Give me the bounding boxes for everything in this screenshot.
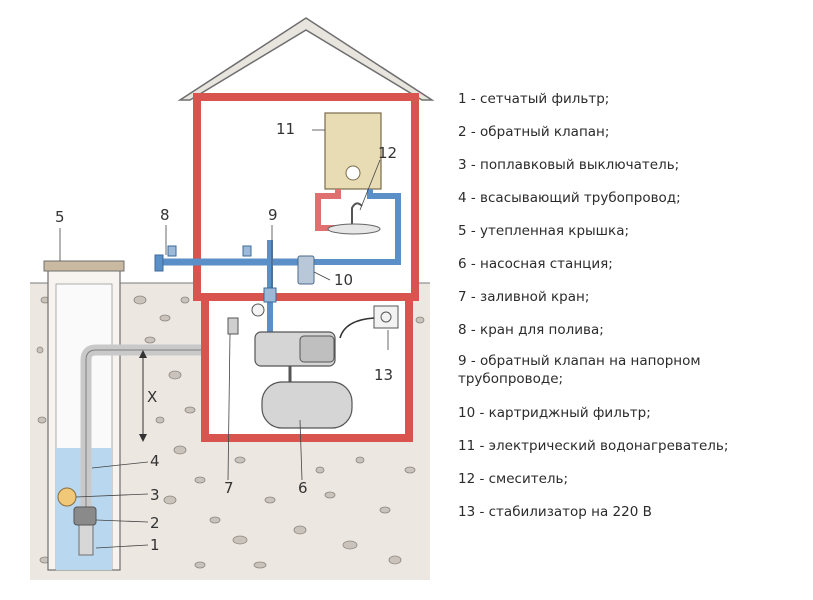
callout-5: 5 xyxy=(55,208,65,226)
mesh-filter xyxy=(78,524,94,556)
cold-water-pipe xyxy=(280,189,401,265)
callout-11: 11 xyxy=(276,120,295,138)
insulated-cover xyxy=(43,260,125,272)
priming-tap xyxy=(227,317,239,335)
stabilizer xyxy=(373,305,399,329)
legend-item: 4 - всасывающий трубопровод; xyxy=(458,190,681,206)
check-valve xyxy=(73,506,97,526)
float-switch xyxy=(57,487,77,507)
legend-item: 2 - обратный клапан; xyxy=(458,124,610,140)
soil-stones xyxy=(36,295,425,569)
callout-x: X xyxy=(147,388,157,406)
callout-2: 2 xyxy=(150,514,160,532)
callout-3: 3 xyxy=(150,486,160,504)
house-roof xyxy=(177,17,435,101)
callout-6: 6 xyxy=(298,479,308,497)
legend-item: 12 - смеситель; xyxy=(458,471,569,487)
callout-4: 4 xyxy=(150,452,160,470)
legend-item: 3 - поплавковый выключатель; xyxy=(458,157,680,173)
legend-item: 9 - обратный клапан на напорном трубопро… xyxy=(458,353,701,387)
pressure-check-valve xyxy=(263,287,277,303)
legend-item: 13 - стабилизатор на 220 В xyxy=(458,504,652,520)
leader-lines xyxy=(59,129,389,549)
power-cable xyxy=(339,317,375,339)
mixer-tap xyxy=(351,202,363,228)
sink xyxy=(327,223,381,235)
cartridge-filter xyxy=(297,255,315,285)
hot-water-pipe xyxy=(315,189,341,231)
garden-tap xyxy=(154,254,164,272)
legend-item: 1 - сетчатый фильтр; xyxy=(458,91,610,107)
callout-9: 9 xyxy=(268,206,278,224)
legend-item: 10 - картриджный фильтр; xyxy=(458,405,651,421)
legend-item: 5 - утепленная крышка; xyxy=(458,223,630,239)
callout-8: 8 xyxy=(160,206,170,224)
legend-item: 11 - электрический водонагреватель; xyxy=(458,438,729,454)
callout-12: 12 xyxy=(378,144,397,162)
pressure-tank xyxy=(261,381,353,429)
callout-13: 13 xyxy=(374,366,393,384)
callout-10: 10 xyxy=(334,271,353,289)
callout-7: 7 xyxy=(224,479,234,497)
legend-item: 8 - кран для полива; xyxy=(458,322,604,338)
callout-1: 1 xyxy=(150,536,160,554)
legend-item: 6 - насосная станция; xyxy=(458,256,613,272)
legend-item: 7 - заливной кран; xyxy=(458,289,590,305)
